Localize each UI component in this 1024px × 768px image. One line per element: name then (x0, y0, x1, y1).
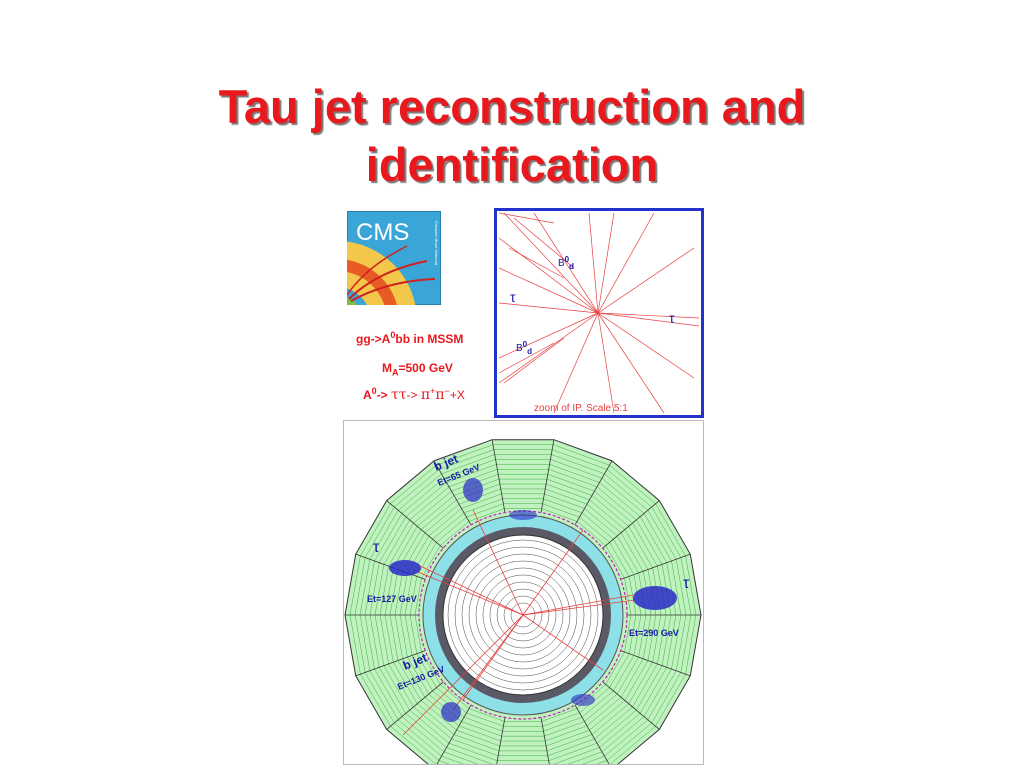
slide-title-line2: identification (365, 138, 659, 191)
ip-zoom-panel: B0d B0d τ τ zoom of IP. Scale 5:1 (494, 208, 704, 418)
calorimeter-hits (389, 478, 677, 722)
hcal-sector-edge (386, 500, 444, 549)
tau-left-label: τ (510, 289, 516, 305)
process-line: gg->A0bb in MSSM (356, 330, 464, 346)
hcal-sectors (345, 439, 701, 764)
detector-event-display: b jet Et=65 GeV τ Et=127 GeV τ Et=290 Ge… (343, 420, 704, 765)
slide-title: Tau jet reconstruction and identificatio… (0, 78, 1024, 194)
event-tracks (402, 509, 636, 736)
hcal-sector-edge (436, 704, 472, 764)
hcal-sector-edge (574, 460, 613, 526)
hcal-sector-edge (540, 439, 555, 513)
hcal-sector-edge (540, 717, 550, 764)
hcal-sector-edge (355, 650, 426, 677)
tau-left-label: τ (373, 539, 380, 556)
decay-line: A0-> ττ-> π+π−+X (363, 386, 465, 403)
tracker-layer (482, 574, 564, 656)
tracker-layer (496, 588, 550, 642)
tracker-layers (447, 539, 599, 691)
hcal-sector-edge (433, 460, 472, 526)
hcal-sector-edge (491, 439, 506, 513)
ip-tracks (498, 212, 700, 414)
bd-top-label: B0d (558, 255, 574, 271)
tracker-layer (454, 546, 592, 684)
tau-left-et: Et=127 GeV (367, 594, 417, 604)
slide-title-line1: Tau jet reconstruction and (218, 80, 806, 133)
logo-side-text: Compact Muon Solenoid (434, 221, 439, 265)
hcal-sector-edge (574, 704, 610, 764)
mass-line: MA=500 GeV (382, 361, 453, 378)
tau-right-label: τ (683, 575, 690, 592)
hcal-sector-edge (602, 681, 660, 730)
tracker-layer (475, 567, 571, 663)
hcal-sector-edge (386, 681, 444, 730)
hcal-sector-edge (496, 717, 506, 764)
tracker-layer (510, 602, 536, 628)
tracker-layer (489, 581, 557, 649)
tracker-layer (503, 595, 543, 635)
hcal-sector-edge (620, 650, 691, 677)
cms-logo: CMS Compact Muon Solenoid (347, 211, 441, 305)
tracker-layer (468, 560, 578, 670)
tau-right-et: Et=290 GeV (629, 628, 679, 638)
tracker-layer (461, 553, 585, 677)
tracker-layer (447, 539, 599, 691)
logo-text: CMS (356, 219, 409, 246)
ecal-hits-ring (418, 510, 628, 720)
tau-right-label: τ (669, 310, 675, 326)
hcal-sector-edge (602, 500, 660, 549)
hcal-sector-edge (620, 553, 691, 580)
zoom-caption: zoom of IP. Scale 5:1 (534, 403, 628, 414)
bd-bottom-label: B0d (516, 340, 532, 356)
